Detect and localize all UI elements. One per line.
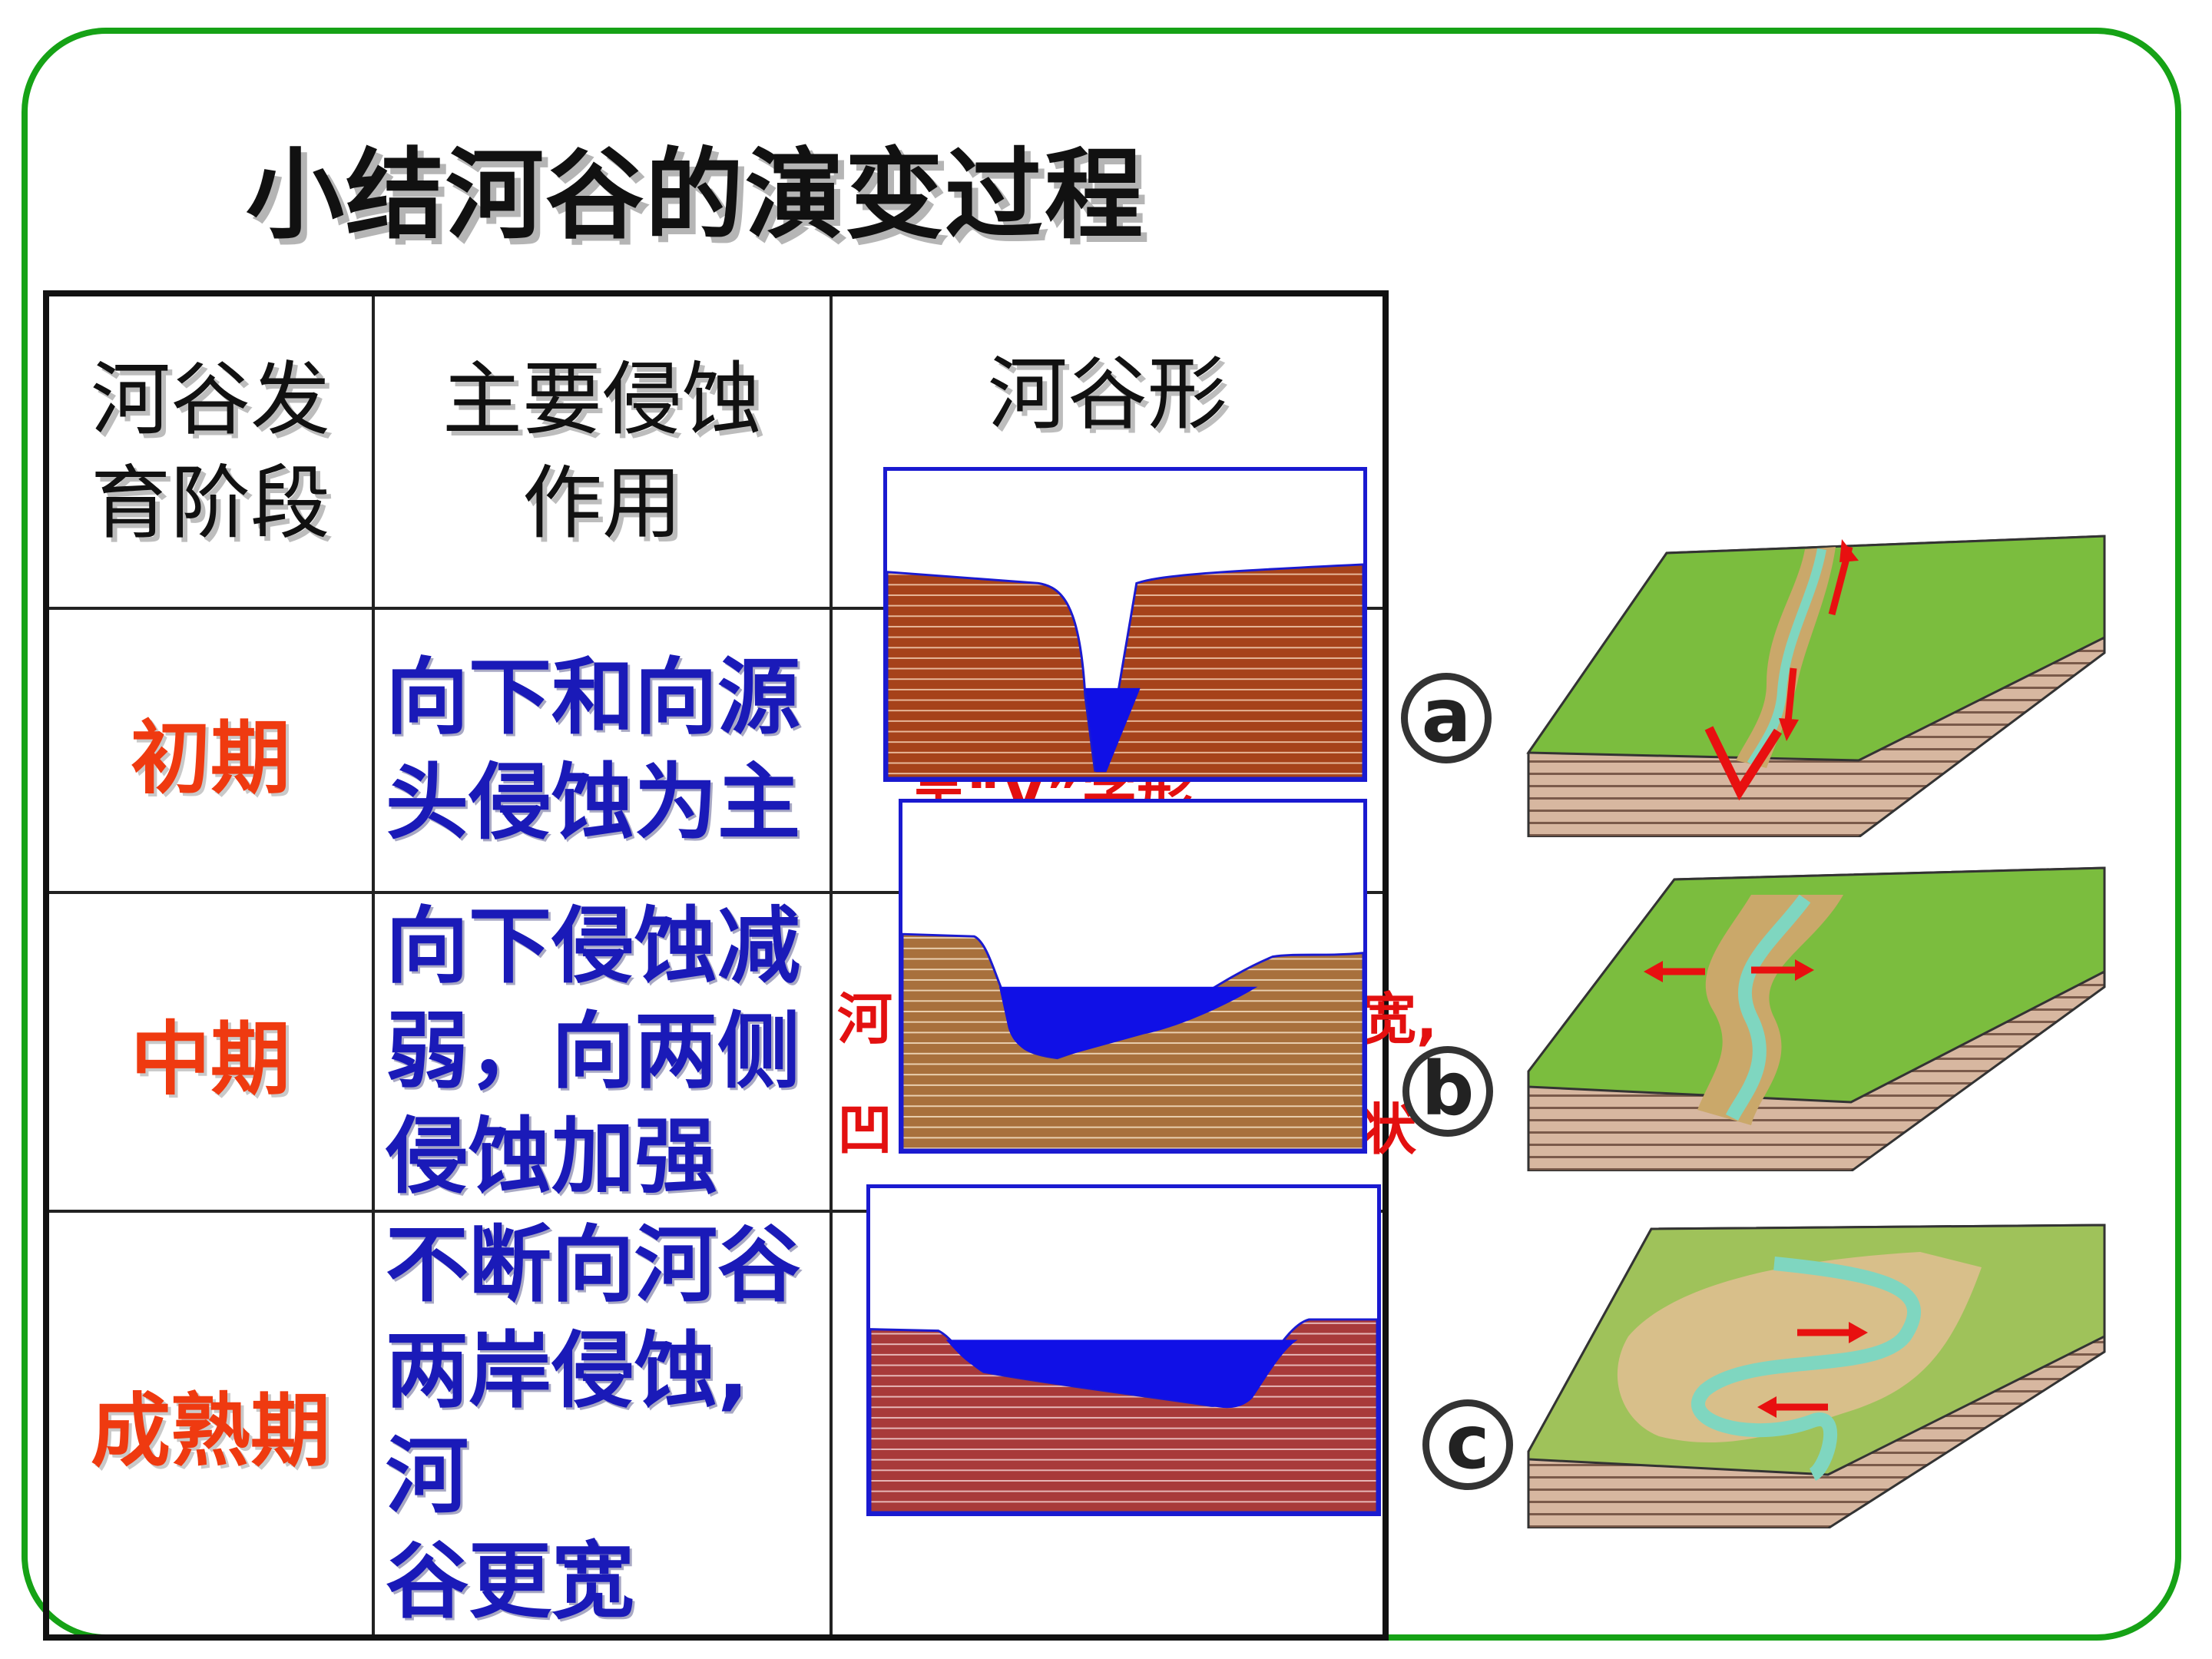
erosion-cell: 向下和向源 头侵蚀为主 [372, 607, 833, 894]
header-shape-text: 河谷形 [987, 347, 1227, 441]
shape-hint-row2-right1: 宽, [1361, 987, 1438, 1051]
block-diagram-mature [1521, 1221, 2112, 1528]
header-erosion: 主要侵蚀 作用 [372, 292, 833, 610]
label-c: c [1422, 1399, 1513, 1490]
label-a: a [1401, 673, 1492, 763]
label-b: b [1402, 1046, 1493, 1137]
header-stage-text: 河谷发 育阶段 [91, 352, 331, 550]
wide-valley-diagram [870, 1318, 1377, 1512]
erosion-cell: 向下侵蚀减 弱，向两侧 侵蚀加强 [372, 890, 833, 1214]
shape-hint-row2-left2: 凹 [837, 1098, 893, 1162]
young-valley-illustration [1526, 535, 2106, 837]
valley-profile-middle [899, 799, 1367, 1154]
erosion-text: 向下和向源 头侵蚀为主 [386, 649, 801, 851]
erosion-text: 向下侵蚀减 弱，向两侧 侵蚀加强 [386, 899, 801, 1206]
valley-profile-early [883, 467, 1367, 782]
header-stage: 河谷发 育阶段 [44, 292, 376, 610]
slide-title: 小结河谷的演变过程 [246, 138, 1145, 253]
block-diagram-early [1513, 530, 2112, 837]
erosion-cell: 不断向河谷 两岸侵蚀,河 谷更宽 [372, 1210, 833, 1640]
stage-cell: 初期 [44, 607, 376, 894]
widened-valley-diagram [902, 932, 1363, 1150]
valley-profile-mature [866, 1184, 1381, 1516]
v-shaped-valley-diagram [887, 563, 1363, 778]
stage-cell: 成熟期 [44, 1210, 376, 1640]
stage-cell: 中期 [44, 890, 376, 1214]
shape-hint-row2-left1: 河 [837, 987, 893, 1051]
block-diagram-middle [1521, 864, 2112, 1171]
mature-valley-illustration [1527, 1224, 2106, 1528]
header-erosion-text: 主要侵蚀 作用 [442, 352, 762, 550]
middle-valley-illustration [1527, 866, 2106, 1171]
erosion-text: 不断向河谷 两岸侵蚀,河 谷更宽 [386, 1217, 801, 1630]
